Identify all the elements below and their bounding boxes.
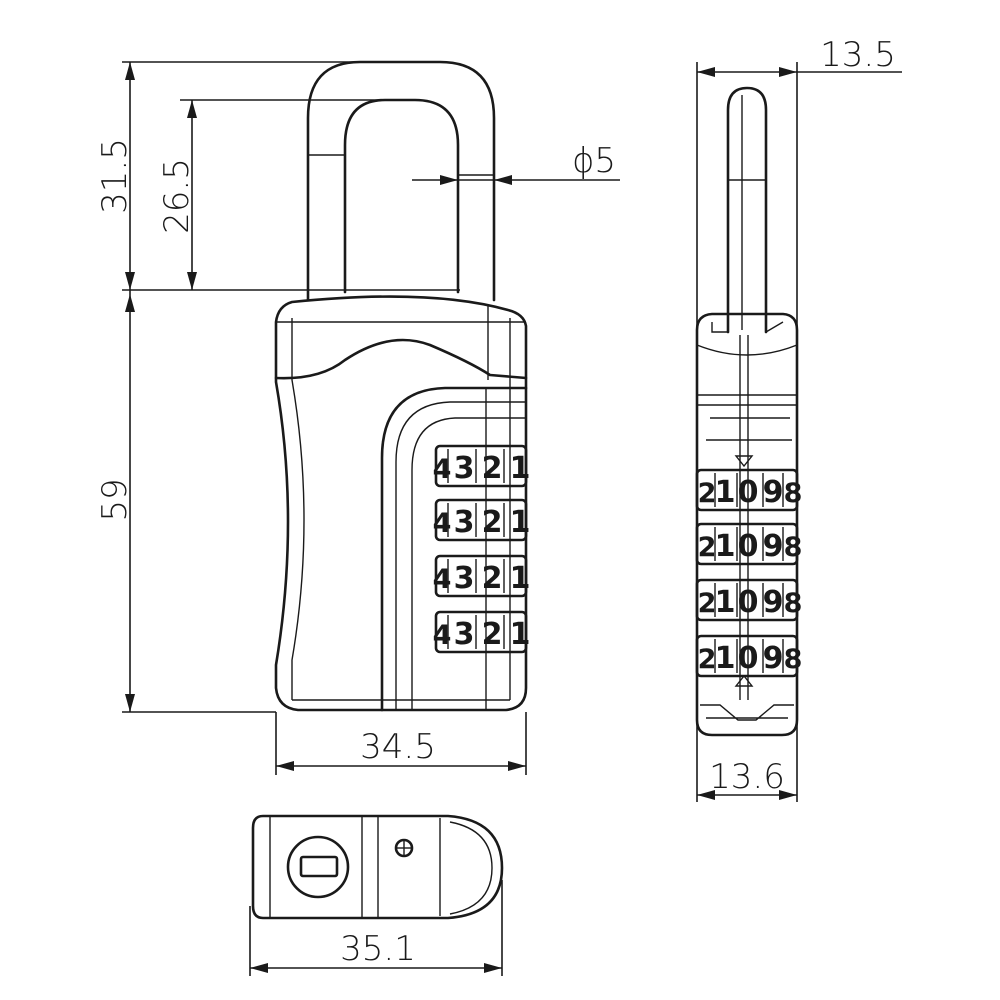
- dim-side-top-width: 13.5: [820, 35, 896, 75]
- front-dial-digit: 2: [482, 617, 503, 652]
- side-dial-digit: 2: [698, 478, 717, 509]
- side-pointer-top: [734, 455, 754, 468]
- shackle-outer: [306, 60, 496, 302]
- lock-body: [274, 295, 528, 712]
- front-dial-digit: 1: [510, 561, 531, 596]
- front-dial-digit: 3: [454, 617, 475, 652]
- side-dial-digit: 2: [698, 588, 717, 619]
- side-dial-digit: 0: [738, 475, 759, 510]
- dim-side-bottom-width: 13.6: [709, 757, 785, 797]
- side-dial-digit: 0: [738, 585, 759, 620]
- bottom-curve: [449, 821, 493, 915]
- front-dial-digit: 1: [510, 505, 531, 540]
- shackle-inner: [343, 98, 460, 294]
- side-dial-digit: 8: [784, 644, 803, 675]
- front-dial-digit: 3: [454, 561, 475, 596]
- side-dial-digit: 1: [715, 585, 736, 620]
- front-dial-digit: 2: [482, 451, 503, 486]
- side-dial-wheel[interactable]: [695, 578, 799, 622]
- dim-shackle-total-height: 31.5: [95, 138, 135, 214]
- side-dial-digit: 9: [763, 641, 784, 676]
- dial-window-frame-outer: [380, 386, 528, 712]
- front-dial-wheel[interactable]: [434, 610, 528, 654]
- top-cap-wave: [274, 338, 528, 380]
- side-dial-digit: 2: [698, 532, 717, 563]
- side-bottom-detail: [700, 704, 794, 721]
- front-dial-digit: 1: [510, 617, 531, 652]
- front-dial-wheel[interactable]: [434, 554, 528, 598]
- dim-bottom-width: 35.1: [340, 929, 416, 969]
- keyhole-circle: [286, 835, 350, 899]
- front-dial-digit: 4: [433, 620, 452, 651]
- front-dial-digit: 1: [510, 451, 531, 486]
- bottom-body: [251, 814, 504, 920]
- dial-window-frame-mid: [395, 401, 526, 710]
- side-dial-digit: 8: [784, 532, 803, 563]
- lock-body-inner: [291, 318, 511, 701]
- dim-body-height: 59: [95, 478, 135, 521]
- side-dial-digit: 9: [763, 585, 784, 620]
- side-dial-digit: 1: [715, 529, 736, 564]
- bottom-view: [251, 814, 504, 920]
- side-dial-digit: 1: [715, 475, 736, 510]
- keyhole-slot: [299, 855, 339, 878]
- side-pointer-bottom: [734, 674, 754, 687]
- side-dial-digit: 1: [715, 641, 736, 676]
- side-dial-digit: 9: [763, 475, 784, 510]
- front-dial-digit: 3: [454, 451, 475, 486]
- front-dial-digit: 2: [482, 561, 503, 596]
- side-top-cap: [696, 321, 798, 356]
- side-dial-wheel[interactable]: [695, 522, 799, 566]
- side-dial-digit: 8: [784, 478, 803, 509]
- side-dial-wheel[interactable]: [695, 634, 799, 678]
- side-dial-wheel[interactable]: [695, 468, 799, 512]
- dial-window-frame-inner: [411, 417, 526, 710]
- side-dial-digit: 9: [763, 529, 784, 564]
- side-dial-digit: 2: [698, 644, 717, 675]
- side-dial-digit: 0: [738, 641, 759, 676]
- front-dial-digit: 3: [454, 505, 475, 540]
- front-dial-wheel[interactable]: [434, 498, 528, 542]
- front-dial-wheel[interactable]: [434, 444, 528, 488]
- dim-front-width: 34.5: [360, 727, 436, 767]
- front-dial-digit: 4: [433, 508, 452, 539]
- dim-shackle-diameter: ϕ5: [572, 141, 616, 181]
- side-dial-digit: 8: [784, 588, 803, 619]
- front-dial-digit: 4: [433, 454, 452, 485]
- side-shackle: [726, 86, 768, 334]
- front-dial-digit: 4: [433, 564, 452, 595]
- dim-shackle-inner-height: 26.5: [157, 158, 197, 234]
- side-dial-digit: 0: [738, 529, 759, 564]
- front-dial-digit: 2: [482, 505, 503, 540]
- dimension-lines: [122, 61, 902, 976]
